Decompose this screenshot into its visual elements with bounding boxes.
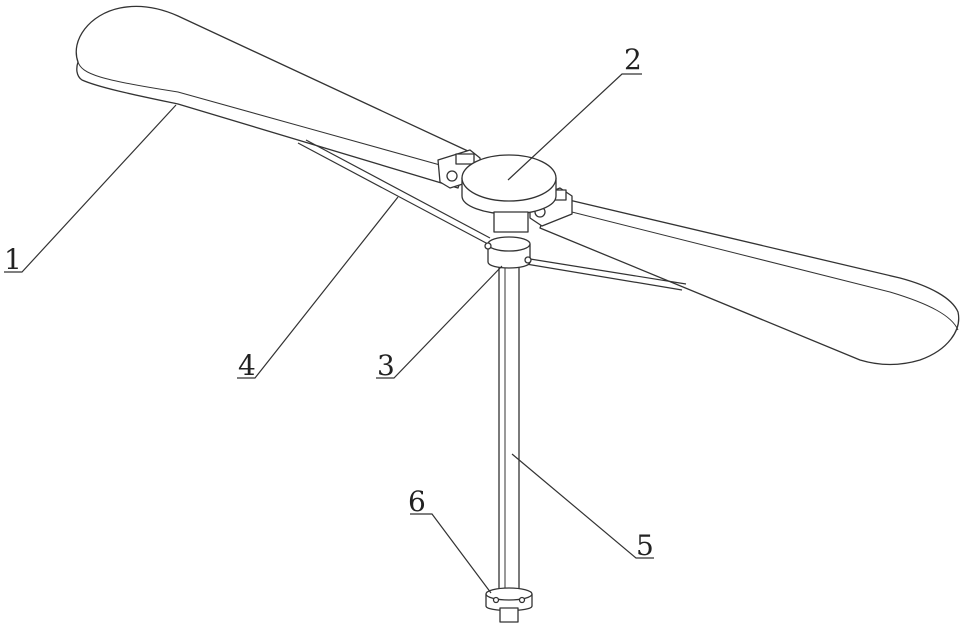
leader-6 (410, 513, 492, 594)
hub-disc (461, 154, 557, 233)
leader-2 (507, 73, 642, 181)
label-hub: 2 (624, 43, 642, 76)
label-collar: 3 (377, 349, 395, 382)
right-blade (539, 195, 960, 366)
label-blade: 1 (4, 243, 22, 276)
leader-4 (237, 196, 399, 379)
brace-rods (297, 139, 687, 291)
leader-1 (4, 104, 177, 273)
left-blade (75, 5, 471, 189)
base-flange (485, 587, 533, 623)
pole (498, 257, 520, 595)
leader-5 (511, 453, 654, 559)
label-brace: 4 (238, 349, 256, 382)
leader-3 (376, 265, 503, 379)
label-pole: 5 (636, 529, 654, 562)
collar (484, 236, 532, 269)
label-base: 6 (408, 485, 426, 518)
leader-lines (4, 73, 654, 594)
